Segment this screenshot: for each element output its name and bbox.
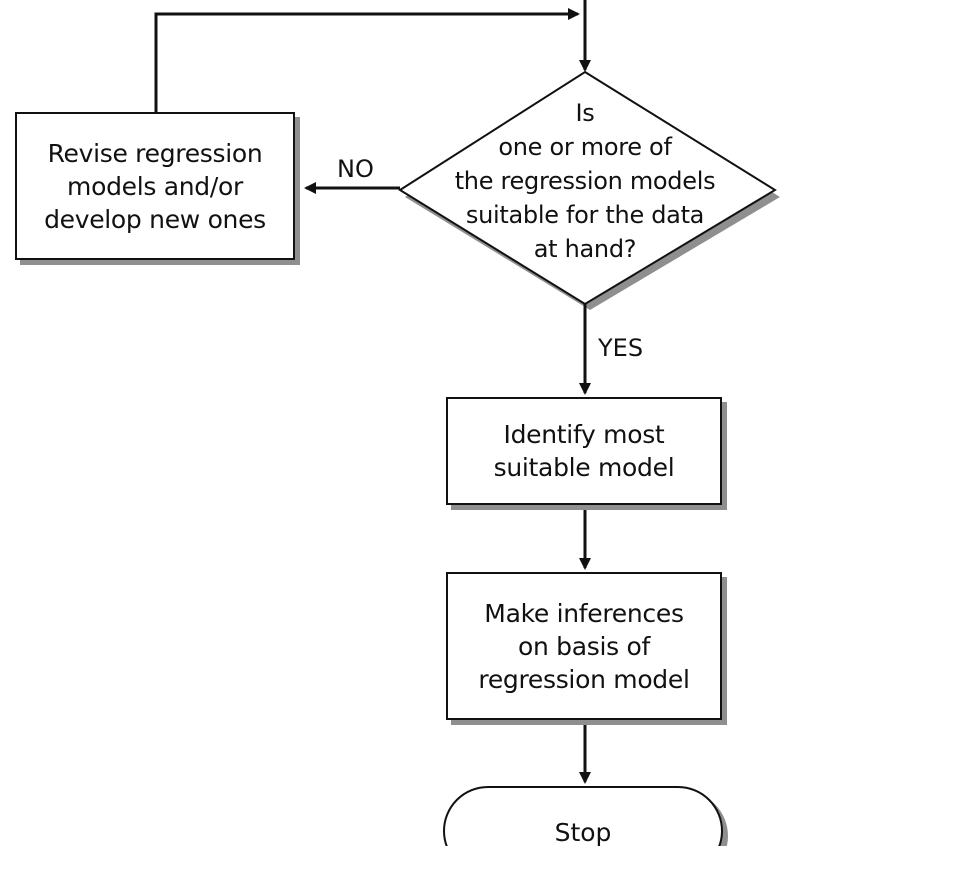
identify-line-2: suitable model: [493, 453, 675, 482]
inference-line-3: regression model: [478, 664, 690, 694]
loop-back-connector: [154, 8, 580, 112]
identify-model-box: Identify most suitable model: [446, 397, 722, 505]
stop-label: Stop: [554, 818, 612, 847]
revise-line-2: models and/or: [67, 171, 243, 201]
revise-line-3: develop new ones: [44, 204, 266, 234]
decision-line-2: one or more of: [498, 133, 672, 161]
cropped-bottom-area: [0, 846, 954, 892]
decision-line-4: suitable for the data: [465, 201, 705, 229]
no-branch-label: NO: [337, 155, 374, 183]
decision-text: Is one or more of the regression models …: [435, 96, 735, 266]
revise-models-box: Revise regression models and/or develop …: [15, 112, 295, 260]
decision-line-1: Is: [575, 99, 595, 127]
inference-line-1: Make inferences: [484, 598, 684, 628]
decision-line-3: the regression models: [454, 167, 716, 195]
yes-branch-label: YES: [598, 334, 644, 362]
identify-line-1: Identify most: [503, 420, 665, 449]
make-inferences-box: Make inferences on basis of regression m…: [446, 572, 722, 720]
inference-line-2: on basis of: [517, 631, 650, 661]
decision-line-5: at hand?: [533, 235, 637, 263]
revise-line-1: Revise regression: [47, 138, 263, 168]
